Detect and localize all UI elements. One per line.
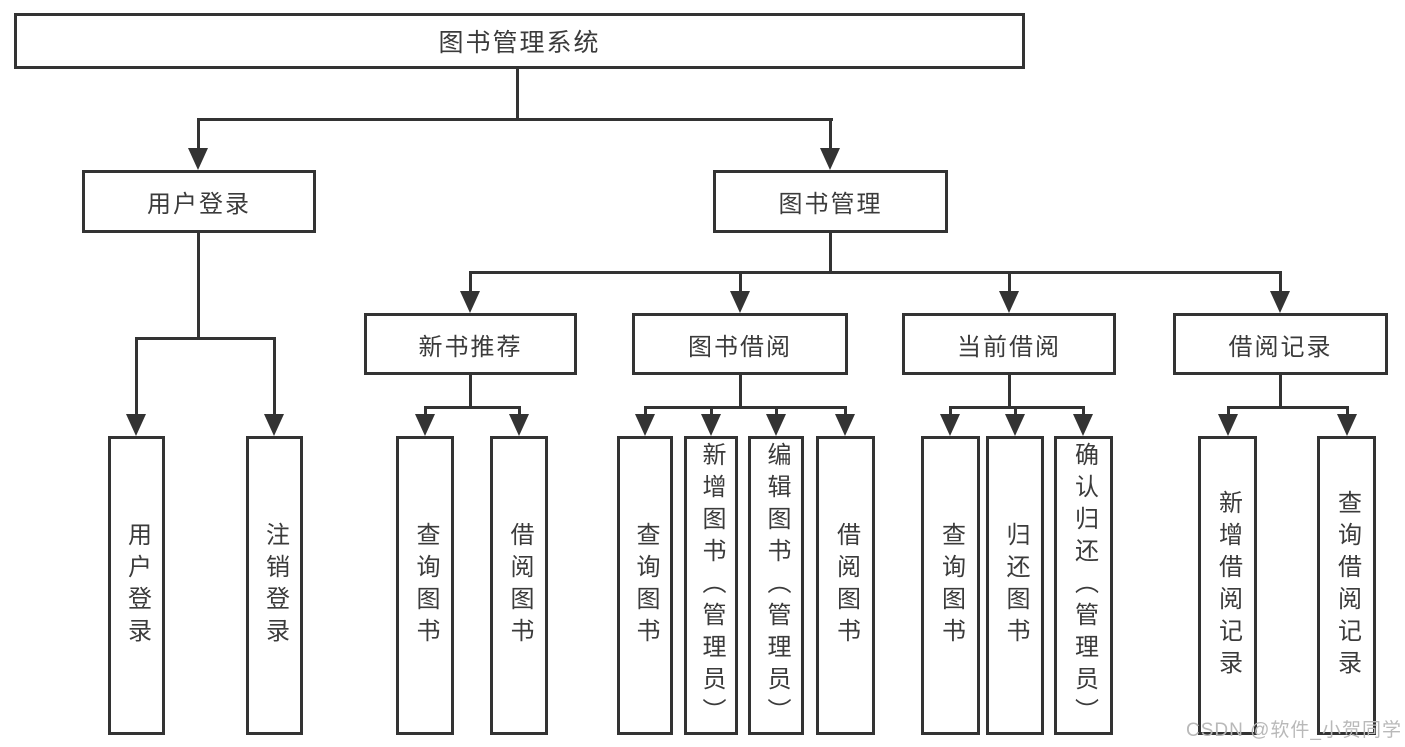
connector-line <box>1227 406 1349 409</box>
leaf-return-books: 归还图书 <box>986 436 1044 735</box>
leaf-borrow-books-borrowing: 借阅图书 <box>816 436 875 735</box>
connector-line <box>1008 375 1011 409</box>
connector-line <box>949 406 1085 409</box>
arrow-down-icon <box>460 291 480 313</box>
arrow-down-icon <box>940 414 960 436</box>
node-book-management: 图书管理 <box>713 170 948 233</box>
connector-line <box>739 375 742 409</box>
connector-line <box>197 118 833 121</box>
node-book-borrowing: 图书借阅 <box>632 313 848 375</box>
arrow-down-icon <box>188 148 208 170</box>
arrow-down-icon <box>509 414 529 436</box>
leaf-query-books-current: 查询图书 <box>921 436 980 735</box>
arrow-down-icon <box>415 414 435 436</box>
connector-line <box>844 406 847 420</box>
connector-line <box>1014 406 1017 420</box>
connector-line <box>197 118 200 152</box>
node-user-login: 用户登录 <box>82 170 316 233</box>
connector-line <box>710 406 713 420</box>
connector-line <box>469 271 1282 274</box>
connector-line <box>424 406 521 409</box>
connector-line <box>1346 406 1349 420</box>
connector-line <box>1279 375 1282 409</box>
connector-line <box>829 233 832 274</box>
leaf-borrow-books-recommend: 借阅图书 <box>490 436 548 735</box>
arrow-down-icon <box>999 291 1019 313</box>
arrow-down-icon <box>820 148 840 170</box>
arrow-down-icon <box>635 414 655 436</box>
arrow-down-icon <box>126 414 146 436</box>
connector-line <box>469 375 472 409</box>
leaf-user-login: 用户登录 <box>108 436 165 735</box>
connector-line <box>644 406 647 420</box>
arrow-down-icon <box>1270 291 1290 313</box>
connector-line <box>424 406 427 420</box>
arrow-down-icon <box>701 414 721 436</box>
connector-line <box>1227 406 1230 420</box>
arrow-down-icon <box>1218 414 1238 436</box>
connector-line <box>644 406 847 409</box>
arrow-down-icon <box>1073 414 1093 436</box>
connector-line <box>829 118 832 152</box>
node-book-management-system: 图书管理系统 <box>14 13 1025 69</box>
connector-line <box>739 271 742 295</box>
leaf-confirm-return-admin: 确认归还（管理员） <box>1054 436 1113 735</box>
leaf-edit-books-admin: 编辑图书（管理员） <box>748 436 804 735</box>
node-borrowing-records: 借阅记录 <box>1173 313 1388 375</box>
connector-line <box>1008 271 1011 295</box>
arrow-down-icon <box>264 414 284 436</box>
connector-line <box>516 69 519 121</box>
arrow-down-icon <box>835 414 855 436</box>
connector-line <box>1279 271 1282 295</box>
arrow-down-icon <box>766 414 786 436</box>
leaf-logout: 注销登录 <box>246 436 303 735</box>
leaf-query-borrow-record: 查询借阅记录 <box>1317 436 1376 735</box>
connector-line <box>949 406 952 420</box>
connector-line <box>1082 406 1085 420</box>
node-current-borrowing: 当前借阅 <box>902 313 1116 375</box>
leaf-query-books-recommend: 查询图书 <box>396 436 454 735</box>
node-new-book-recommendation: 新书推荐 <box>364 313 577 375</box>
connector-line <box>197 233 200 340</box>
connector-line <box>518 406 521 420</box>
leaf-add-books-admin: 新增图书（管理员） <box>684 436 738 735</box>
leaf-add-borrow-record: 新增借阅记录 <box>1198 436 1257 735</box>
csdn-watermark: CSDN @软件_小贺同学 <box>1186 720 1402 741</box>
connector-line <box>775 406 778 420</box>
arrow-down-icon <box>730 291 750 313</box>
connector-line <box>135 337 276 340</box>
arrow-down-icon <box>1005 414 1025 436</box>
leaf-query-books-borrowing: 查询图书 <box>617 436 673 735</box>
connector-line <box>469 271 472 295</box>
connector-line <box>135 337 138 418</box>
arrow-down-icon <box>1337 414 1357 436</box>
connector-line <box>273 337 276 418</box>
